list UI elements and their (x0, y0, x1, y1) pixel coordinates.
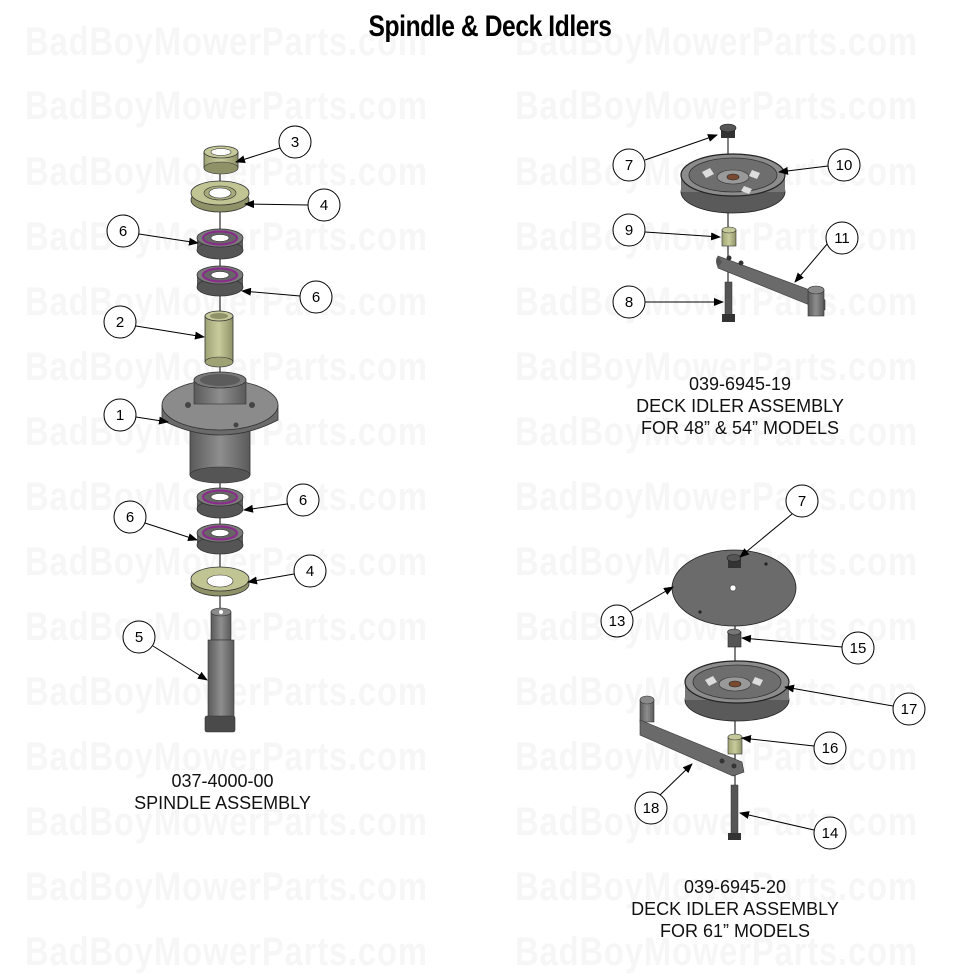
part-15-spacer (727, 628, 742, 648)
idler-48-54-caption: 039-6945-19 DECK IDLER ASSEMBLY FOR 48” … (590, 373, 890, 439)
svg-text:14: 14 (822, 825, 839, 842)
svg-text:10: 10 (836, 157, 853, 174)
callout: 11 (794, 221, 859, 283)
svg-text:2: 2 (116, 314, 124, 331)
callout: 14 (739, 811, 847, 850)
part-number: 039-6945-19 (688, 374, 792, 394)
svg-text:8: 8 (625, 294, 633, 311)
callout: 3 (235, 125, 312, 164)
callout: 15 (741, 631, 875, 665)
part-1-housing (161, 371, 279, 484)
assembly-name: SPINDLE ASSEMBLY (134, 793, 311, 813)
svg-text:6: 6 (312, 289, 320, 306)
callout: 6 (106, 214, 199, 248)
part-9-bushing (721, 226, 737, 247)
callout: 8 (612, 285, 724, 319)
svg-text:15: 15 (850, 640, 867, 657)
callout: 6 (243, 483, 320, 517)
part-7-nut (726, 554, 742, 568)
spindle-caption: 037-4000-00 SPINDLE ASSEMBLY (100, 770, 345, 814)
part-2-spacer (204, 310, 234, 368)
svg-text:7: 7 (625, 157, 633, 174)
callout: 6 (113, 500, 198, 542)
part-4-washer-top (190, 180, 250, 213)
part-number: 037-4000-00 (171, 771, 274, 791)
part-7-nut (719, 123, 737, 138)
callout: 18 (634, 763, 693, 825)
callout: 6 (241, 280, 333, 314)
part-8-bolt (722, 281, 735, 322)
callout: 10 (778, 148, 861, 182)
part-6-bearing (196, 487, 244, 519)
svg-text:17: 17 (901, 701, 918, 718)
callout: 16 (741, 731, 847, 765)
svg-text:6: 6 (299, 492, 307, 509)
svg-text:6: 6 (126, 509, 134, 526)
part-6-bearing (196, 265, 244, 297)
svg-text:13: 13 (609, 613, 626, 630)
svg-text:7: 7 (798, 493, 806, 510)
svg-text:1: 1 (116, 407, 124, 424)
part-5-shaft (204, 607, 236, 733)
callout: 5 (122, 620, 208, 681)
part-14-bolt (728, 784, 741, 840)
part-6-bearing (196, 228, 244, 260)
idler-61-caption: 039-6945-20 DECK IDLER ASSEMBLY FOR 61” … (585, 876, 885, 942)
callout: 7 (612, 134, 718, 182)
svg-text:18: 18 (643, 800, 660, 817)
callout: 9 (612, 213, 721, 247)
idler-assembly-61: 7 13 15 17 16 18 14 (600, 484, 926, 850)
part-number: 039-6945-20 (683, 877, 787, 897)
callout: 2 (103, 305, 205, 340)
callout: 17 (784, 684, 926, 726)
part-16-bushing (727, 733, 743, 755)
svg-text:4: 4 (306, 563, 314, 580)
part-10-pulley (680, 153, 786, 214)
assembly-subtitle: FOR 48” & 54” MODELS (640, 418, 840, 438)
part-11-arm (716, 255, 826, 317)
callout: 4 (247, 554, 327, 588)
callout: 4 (244, 188, 341, 222)
part-13-plate (671, 549, 797, 627)
svg-text:11: 11 (834, 230, 850, 247)
part-18-arm (639, 695, 745, 777)
idler-assembly-48-54: 7 10 9 11 8 (612, 123, 861, 322)
svg-text:6: 6 (119, 223, 127, 240)
svg-text:3: 3 (291, 134, 299, 151)
callout: 13 (600, 586, 674, 638)
part-4-washer-bottom (190, 566, 250, 597)
page-title: Spindle & Deck Idlers (368, 10, 612, 43)
svg-text:16: 16 (822, 740, 839, 757)
spindle-assembly: 3 4 6 6 2 1 6 6 4 5 (103, 125, 341, 733)
assembly-name: DECK IDLER ASSEMBLY (631, 899, 839, 919)
svg-text:5: 5 (135, 629, 143, 646)
assembly-name: DECK IDLER ASSEMBLY (636, 396, 844, 416)
assembly-subtitle: FOR 61” MODELS (659, 921, 811, 941)
callout: 7 (739, 484, 819, 558)
svg-text:4: 4 (320, 197, 328, 214)
part-6-bearing (196, 523, 244, 555)
callout: 1 (103, 398, 169, 432)
svg-text:9: 9 (625, 222, 633, 239)
part-3-collar (203, 145, 239, 175)
part-17-pulley (684, 660, 790, 722)
